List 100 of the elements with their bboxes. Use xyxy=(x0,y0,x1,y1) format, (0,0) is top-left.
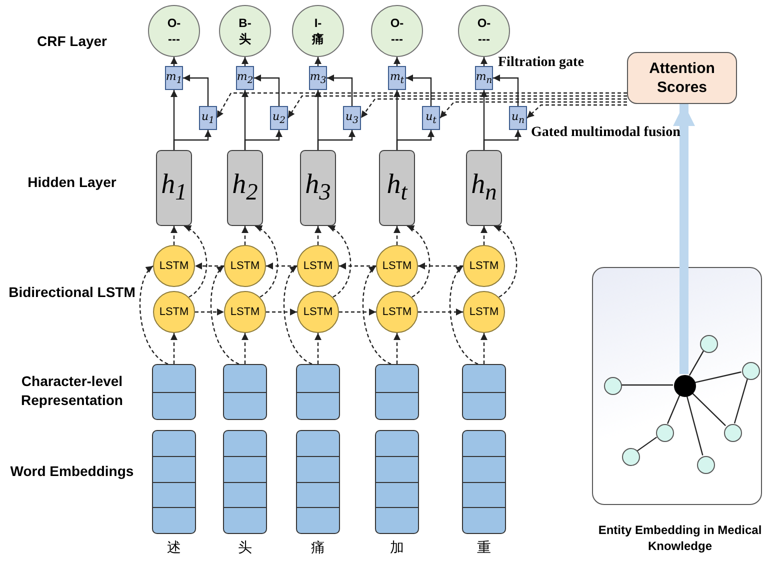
lstm-circle: LSTM xyxy=(376,245,418,287)
connector-line xyxy=(734,378,748,424)
arrow xyxy=(314,333,322,364)
arrow xyxy=(242,226,248,245)
arrow xyxy=(406,74,432,106)
arrow xyxy=(493,74,519,106)
fusion-box: u$_{3}$ xyxy=(343,106,361,130)
arrow xyxy=(314,226,322,245)
character-vector xyxy=(375,364,419,420)
lstm-circle: LSTM xyxy=(153,245,195,287)
arrow xyxy=(195,308,224,316)
character-vector xyxy=(152,364,196,420)
character-label: 头 xyxy=(237,539,253,557)
lstm-circle: LSTM xyxy=(224,245,266,287)
arrow xyxy=(254,74,280,106)
character-label: 述 xyxy=(166,539,182,557)
gate-box: m$_{3}$ xyxy=(309,66,327,90)
lstm-circle: LSTM xyxy=(376,291,418,333)
arrow xyxy=(216,92,627,118)
character-label: 重 xyxy=(476,539,492,557)
gate-box: m$_{t}$ xyxy=(388,66,406,90)
character-label: 痛 xyxy=(310,539,326,557)
lstm-circle: LSTM xyxy=(224,291,266,333)
arrow xyxy=(170,226,178,245)
arrow xyxy=(480,226,488,245)
connector-line xyxy=(686,395,704,456)
arrow xyxy=(266,308,297,316)
layer-label: Word Embeddings xyxy=(9,463,135,479)
arrow xyxy=(244,130,282,150)
arrow xyxy=(360,98,627,118)
arrow xyxy=(327,74,353,106)
layer-label: Character-level Representation xyxy=(20,372,124,410)
arrow xyxy=(139,266,168,365)
graph-node xyxy=(604,377,622,395)
graph-node xyxy=(697,456,715,474)
word-vector xyxy=(375,430,419,534)
arrow xyxy=(184,225,208,298)
hidden-state-box: h$_{t}$ xyxy=(379,150,415,226)
arrow xyxy=(480,333,488,364)
fusion-box: u$_{1}$ xyxy=(199,106,217,130)
arrow xyxy=(480,57,488,66)
arrow xyxy=(440,101,627,118)
layer-label: Bidirectional LSTM xyxy=(8,284,136,300)
character-vector xyxy=(462,364,506,420)
fusion-box: u$_{t}$ xyxy=(422,106,440,130)
arrow xyxy=(394,226,400,245)
word-vector xyxy=(296,430,340,534)
layer-label: Hidden Layer xyxy=(26,174,118,190)
fusion-box: u$_{n}$ xyxy=(509,106,527,130)
arrow xyxy=(173,130,212,150)
word-vector xyxy=(462,430,506,534)
hidden-state-box: h$_{2}$ xyxy=(227,150,263,226)
graph-node xyxy=(700,335,718,353)
graph-node xyxy=(656,424,674,442)
crf-circle: I- 痛 xyxy=(292,5,344,57)
gate-box: m$_{1}$ xyxy=(165,66,183,90)
crf-circle: O- --- xyxy=(458,5,510,57)
arrow xyxy=(418,262,463,270)
caption: Entity Embedding in Medical Knowledge xyxy=(597,522,763,554)
fusion-box: u$_{2}$ xyxy=(270,106,288,130)
lstm-circle: LSTM xyxy=(297,245,339,287)
arrow xyxy=(195,262,224,270)
lstm-circle: LSTM xyxy=(153,291,195,333)
arrow xyxy=(328,225,352,298)
arrow xyxy=(418,308,463,316)
connector-line xyxy=(691,392,726,426)
arrow xyxy=(242,333,248,364)
crf-circle: B- 头 xyxy=(219,5,271,57)
graph-panel xyxy=(592,267,762,505)
connector-line xyxy=(621,384,673,386)
graph-node xyxy=(674,375,696,397)
arrow xyxy=(170,333,178,364)
arrow xyxy=(449,266,478,365)
hidden-state-box: h$_{1}$ xyxy=(156,150,192,226)
arrow xyxy=(494,225,518,298)
arrow xyxy=(170,57,178,66)
attention-box: Attention Scores xyxy=(627,52,737,104)
connector-line xyxy=(694,371,742,384)
arrow xyxy=(394,333,400,364)
crf-circle: O- --- xyxy=(371,5,423,57)
annotation-label: Gated multimodal fusion xyxy=(531,125,682,141)
hidden-state-box: h$_{3}$ xyxy=(300,150,336,226)
arrow xyxy=(317,130,356,150)
arrow xyxy=(394,57,400,66)
connector-line xyxy=(666,394,680,424)
connector-line xyxy=(637,436,657,452)
arrow xyxy=(314,57,322,66)
arrow xyxy=(339,262,376,270)
lstm-circle: LSTM xyxy=(463,291,505,333)
arrow xyxy=(339,308,376,316)
word-vector xyxy=(152,430,196,534)
arrow xyxy=(526,104,627,118)
arrow xyxy=(406,225,430,298)
word-vector xyxy=(223,430,267,534)
gate-box: m$_{2}$ xyxy=(236,66,254,90)
arrow xyxy=(362,266,392,365)
arrow xyxy=(483,130,522,150)
hidden-state-box: h$_{n}$ xyxy=(466,150,502,226)
graph-node xyxy=(724,424,742,442)
arrow xyxy=(266,262,297,270)
